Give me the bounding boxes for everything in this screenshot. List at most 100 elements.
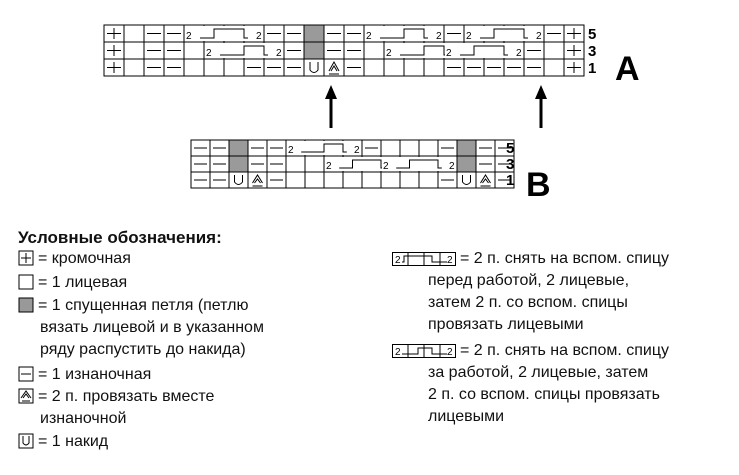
stitch-cell [183,41,205,60]
stitch-cell [123,58,145,77]
cable-label: 2 [466,31,472,42]
legend-item-knit: = 1 лицевая [18,272,127,294]
row-number: 3 [506,156,514,173]
chart-label: B [526,166,551,204]
stitch-cell [475,155,496,173]
stitch-cell [190,171,211,189]
stitch-cell [190,155,211,173]
stitch-cell [263,58,285,77]
stitch-cell [247,139,268,157]
stitch-cell [285,171,306,189]
stitch-cell [247,155,268,173]
stitch-cell [361,171,382,189]
stitch-cell [475,139,496,157]
stitch-cell [383,58,405,77]
legend-text: вязать лицевой и в указанном [40,319,264,336]
stitch-cell [266,155,287,173]
cable-label: 2 [256,31,262,42]
cable-label: 2 [447,347,453,358]
stitch-cell [456,139,477,157]
stitch-cell [323,58,345,77]
stitch-cell [103,41,125,60]
stitch-cell [323,41,345,60]
edge-stitch-icon [18,250,34,266]
stitch-cell [443,24,465,43]
legend-text: провязать лицевыми [428,316,584,333]
stitch-cell [163,58,185,77]
stitch-cell [304,155,325,173]
cable-label: 2 [354,145,360,156]
legend-title: Условные обозначения: [18,228,222,247]
cable-label: 2 [326,161,332,172]
stitch-cell [163,24,185,43]
stitch-cell [143,41,165,60]
stitch-cell [103,58,125,77]
stitch-cell [228,171,249,189]
legend-text: = 2 п. снять на вспом. спицу [460,250,670,267]
legend-text: = 1 изнаночная [38,366,152,383]
arrow-icon [325,85,337,128]
stitch-cell [380,139,401,157]
stitch-cell [283,24,305,43]
stitch-cell [183,58,205,77]
legend-text: 2 п. со вспом. спицы провязать [428,386,660,403]
stitch-cell [475,171,496,189]
stitch-cell [563,41,585,60]
row-number: 1 [588,60,596,77]
stitch-cell [380,171,401,189]
yarn-over-icon [18,433,34,449]
stitch-cell [123,41,145,60]
cable-label: 2 [536,31,542,42]
stitch-cell [343,58,365,77]
stitch-cell [543,58,565,77]
chart-label: A [615,50,640,88]
stitch-cell [223,58,245,77]
legend-text: = 1 лицевая [38,274,128,291]
row-number: 5 [588,26,596,43]
stitch-cell [243,58,265,77]
stitch-cell [418,171,439,189]
legend-text: изнаночной [40,410,127,427]
cable-label: 2 [288,145,294,156]
cable-label: 2 [446,48,452,59]
stitch-cell [323,171,344,189]
stitch-cell [456,155,477,173]
cable-label: 2 [516,48,522,59]
stitch-cell [463,58,485,77]
stitch-cell [143,58,165,77]
stitch-cell [343,41,365,60]
legend-text: = кромочная [38,250,131,267]
stitch-cell [494,155,515,173]
stitch-cell [285,155,306,173]
chart-b: 225222231B [190,139,551,204]
stitch-cell [494,139,515,157]
legend-text: за работой, 2 лицевые, затем [428,364,649,381]
stitch-cell [228,139,249,157]
stitch-cell [563,58,585,77]
legend-item-purl: = 1 изнаночная [18,364,151,386]
stitch-cell [494,171,515,189]
stitch-cell [323,24,345,43]
stitch-cell [303,41,325,60]
legend-text: = 1 спущенная петля (петлю [38,297,249,314]
knit-stitch-icon [18,274,34,290]
stitch-cell [209,139,230,157]
cable-label: 2 [386,48,392,59]
legend-text: перед работой, 2 лицевые, [428,272,630,289]
stitch-cell [403,58,425,77]
chart-a: 222222522222231A [103,24,640,88]
stitch-cell [163,41,185,60]
legend-item-dropped: = 1 спущенная петля (петлю вязать лицево… [18,295,264,361]
stitch-cell [123,24,145,43]
stitch-cell [209,155,230,173]
knitting-charts: 222222522222231A225222231B [103,24,640,204]
stitch-cell [423,58,445,77]
